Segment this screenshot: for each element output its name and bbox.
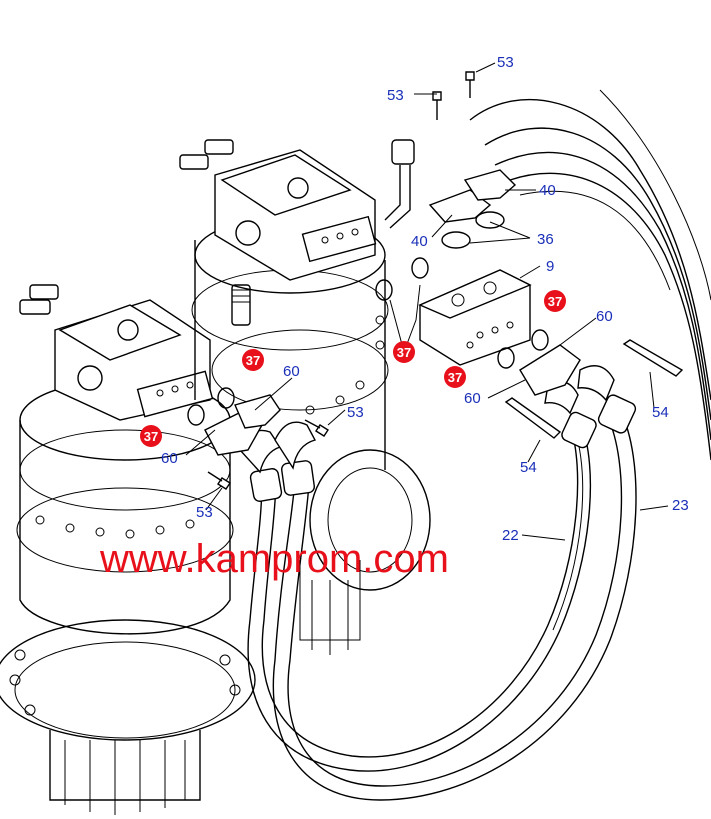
- part-labels: 53 53 40 40 36 9 60 60 60 60 54 54 53 53…: [161, 54, 689, 544]
- svg-text:37: 37: [397, 345, 411, 360]
- swing-motor-right: [179, 139, 431, 655]
- part-label-40: 40: [411, 233, 428, 250]
- part-label-53: 53: [347, 404, 364, 421]
- part-label-60: 60: [464, 390, 481, 407]
- callout-37: 37: [242, 349, 264, 371]
- manifold-block-9: [418, 269, 532, 366]
- part-label-36: 36: [537, 231, 554, 248]
- callout-37: 37: [140, 425, 162, 447]
- svg-text:37: 37: [144, 429, 158, 444]
- part-label-54: 54: [652, 404, 669, 421]
- split-flanges: [204, 169, 581, 456]
- part-label-53: 53: [387, 87, 404, 104]
- o-rings: [187, 211, 549, 426]
- part-label-60: 60: [283, 363, 300, 380]
- part-label-60: 60: [596, 308, 613, 325]
- watermark-text: www.kamprom.com: [99, 537, 449, 581]
- callout-37: 37: [444, 366, 466, 388]
- bolts: [207, 71, 684, 490]
- part-label-60: 60: [161, 450, 178, 467]
- part-label-54: 54: [520, 459, 537, 476]
- red-callouts: 37 37 37 37 37: [140, 290, 566, 447]
- part-label-9: 9: [546, 258, 554, 275]
- part-label-53: 53: [497, 54, 514, 71]
- part-label-22: 22: [502, 527, 519, 544]
- callout-37: 37: [544, 290, 566, 312]
- right-motor-bolts: [305, 315, 385, 415]
- part-label-53: 53: [196, 504, 213, 521]
- part-label-23: 23: [672, 497, 689, 514]
- part-label-40: 40: [539, 182, 556, 199]
- svg-text:37: 37: [548, 294, 562, 309]
- svg-text:37: 37: [448, 370, 462, 385]
- svg-text:37: 37: [246, 353, 260, 368]
- left-motor-bolts: [9, 515, 241, 716]
- hose-assembly: [239, 89, 711, 801]
- callout-37: 37: [393, 341, 415, 363]
- swing-motor-left: [0, 284, 256, 815]
